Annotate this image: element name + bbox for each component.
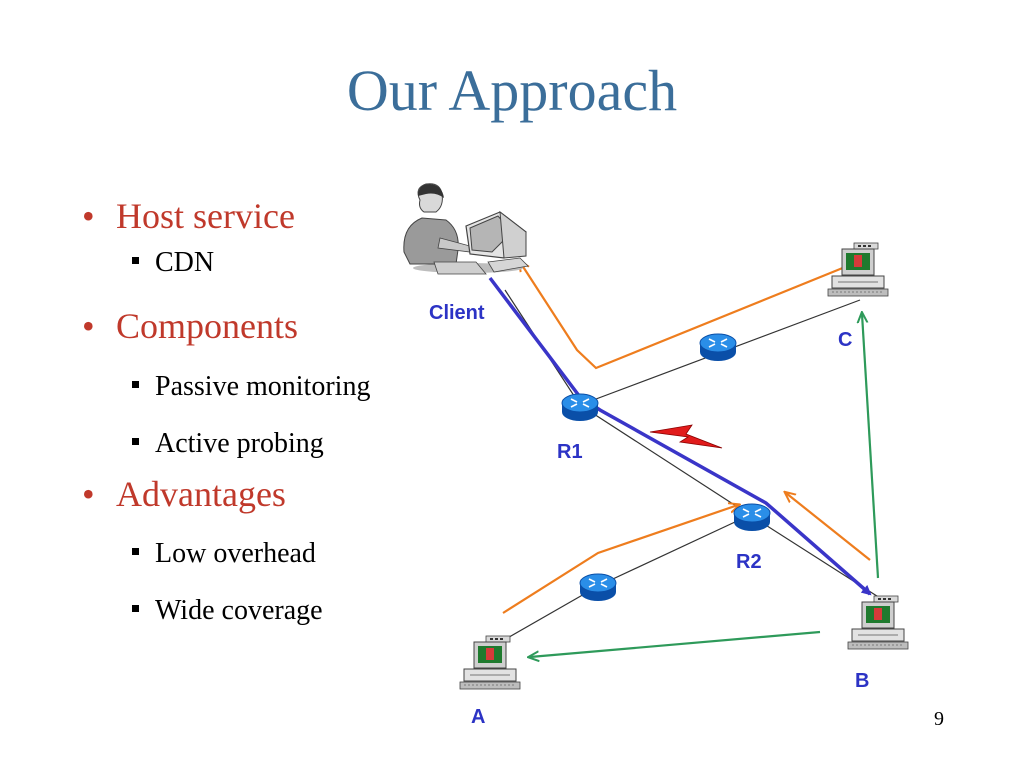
orange-path-a-to-r2 (502, 505, 738, 614)
sub-bullet-wide-coverage: Wide coverage (132, 597, 323, 625)
bullet-advantages: • Advantages (82, 476, 286, 512)
label-r1: R1 (557, 441, 583, 463)
orange-path-c-to-client (520, 262, 851, 370)
sub-bullet-active-probing: Active probing (132, 430, 324, 458)
green-path-b-to-a (530, 630, 821, 657)
sub-bullet-text: Passive monitoring (155, 371, 371, 402)
sub-bullet-passive-monitoring: Passive monitoring (132, 373, 370, 401)
bullet-dot: • (82, 196, 95, 236)
sub-bullet-text: Low overhead (155, 538, 316, 569)
square-bullet-icon (132, 548, 139, 556)
router-icon (733, 503, 771, 532)
sub-bullet-text: Wide coverage (155, 595, 323, 626)
computer-icon (459, 635, 521, 690)
page-number: 9 (934, 708, 944, 730)
bullet-dot: • (82, 474, 95, 514)
sub-bullet-text: CDN (155, 247, 215, 278)
sub-bullet-text: Active probing (155, 428, 324, 459)
router-icon (561, 393, 599, 422)
square-bullet-icon (132, 605, 139, 613)
client-user-icon (403, 183, 529, 275)
bullet-text: Components (116, 306, 299, 346)
green-path-b-to-c (862, 314, 880, 579)
link-r1-r2 (579, 404, 751, 516)
orange-path-b-to-r2 (786, 493, 871, 561)
router-icon (699, 333, 737, 362)
bullet-host-service: • Host service (82, 198, 295, 234)
square-bullet-icon (132, 257, 139, 265)
blue-path-client-to-b (488, 276, 872, 596)
bullet-dot: • (82, 306, 95, 346)
label-b: B (855, 670, 869, 692)
slide-title: Our Approach (346, 58, 678, 123)
sub-bullet-cdn: CDN (132, 249, 214, 277)
bullet-text: Advantages (116, 474, 286, 514)
label-c: C (838, 329, 852, 351)
bullet-text: Host service (116, 196, 295, 236)
bullet-components: • Components (82, 308, 298, 344)
label-client: Client (429, 302, 485, 324)
square-bullet-icon (132, 438, 139, 446)
router-icon (579, 573, 617, 602)
lightning-icon (649, 424, 723, 449)
link-r2-router3 (599, 514, 751, 586)
label-a: A (471, 706, 485, 728)
label-r2: R2 (736, 551, 762, 573)
square-bullet-icon (132, 381, 139, 389)
computer-icon (847, 595, 909, 650)
sub-bullet-low-overhead: Low overhead (132, 540, 316, 568)
